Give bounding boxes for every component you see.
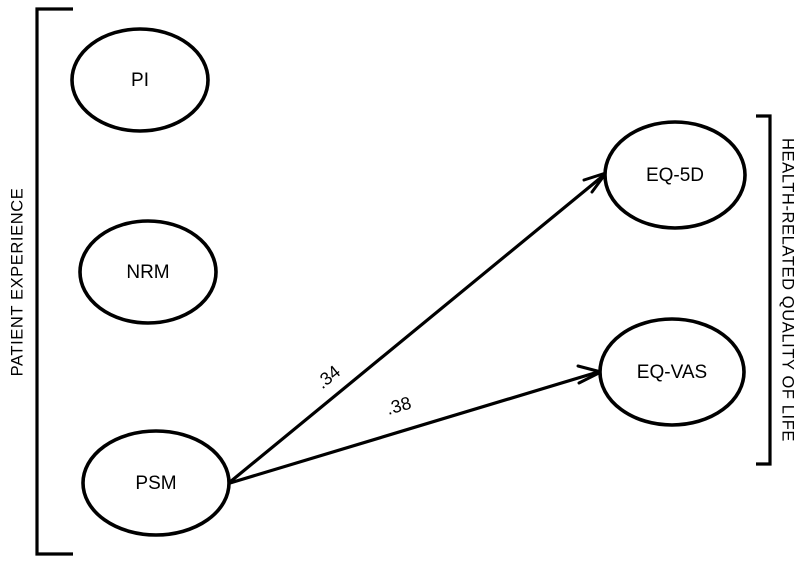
node-nrm[interactable]: NRM [78,219,218,325]
node-ellipse-psm [81,429,231,537]
path-psm-to-eq5d[interactable]: .34 [228,170,610,484]
group-bracket-hrqol: HEALTH-RELATED QUALITY OF LIFE [756,114,797,466]
node-label-psm: PSM [135,473,176,494]
node-pi[interactable]: PI [70,27,210,133]
right-bracket-shape [756,114,772,466]
path-coefficient-psm-eqvas: .38 [384,393,414,419]
path-arrows-layer: .34 .38 [228,170,610,485]
group-bracket-patient-experience: PATIENT EXPERIENCE [8,7,73,556]
node-label-nrm: NRM [126,262,169,283]
left-bracket-shape [35,7,73,556]
node-ellipse-pi [70,27,210,133]
path-line-psm-eqvas [229,370,599,485]
node-ellipse-nrm [78,219,218,325]
node-label-eqvas: EQ-VAS [637,362,707,383]
path-psm-to-eqvas[interactable]: .38 [229,364,606,485]
node-label-eq5d: EQ-5D [646,165,704,186]
group-label-patient-experience: PATIENT EXPERIENCE [8,188,26,377]
node-psm[interactable]: PSM [81,429,231,537]
node-eqvas[interactable]: EQ-VAS [598,317,746,427]
path-coefficient-psm-eq5d: .34 [312,361,344,392]
path-line-psm-eq5d [228,173,606,484]
group-label-hrqol: HEALTH-RELATED QUALITY OF LIFE [779,138,797,442]
node-eq5d[interactable]: EQ-5D [603,120,747,230]
nodes-layer: PI NRM PSM EQ-5D EQ-VAS [70,27,747,537]
node-ellipse-eq5d [603,120,747,230]
node-label-pi: PI [131,70,149,91]
node-ellipse-eqvas [598,317,746,427]
